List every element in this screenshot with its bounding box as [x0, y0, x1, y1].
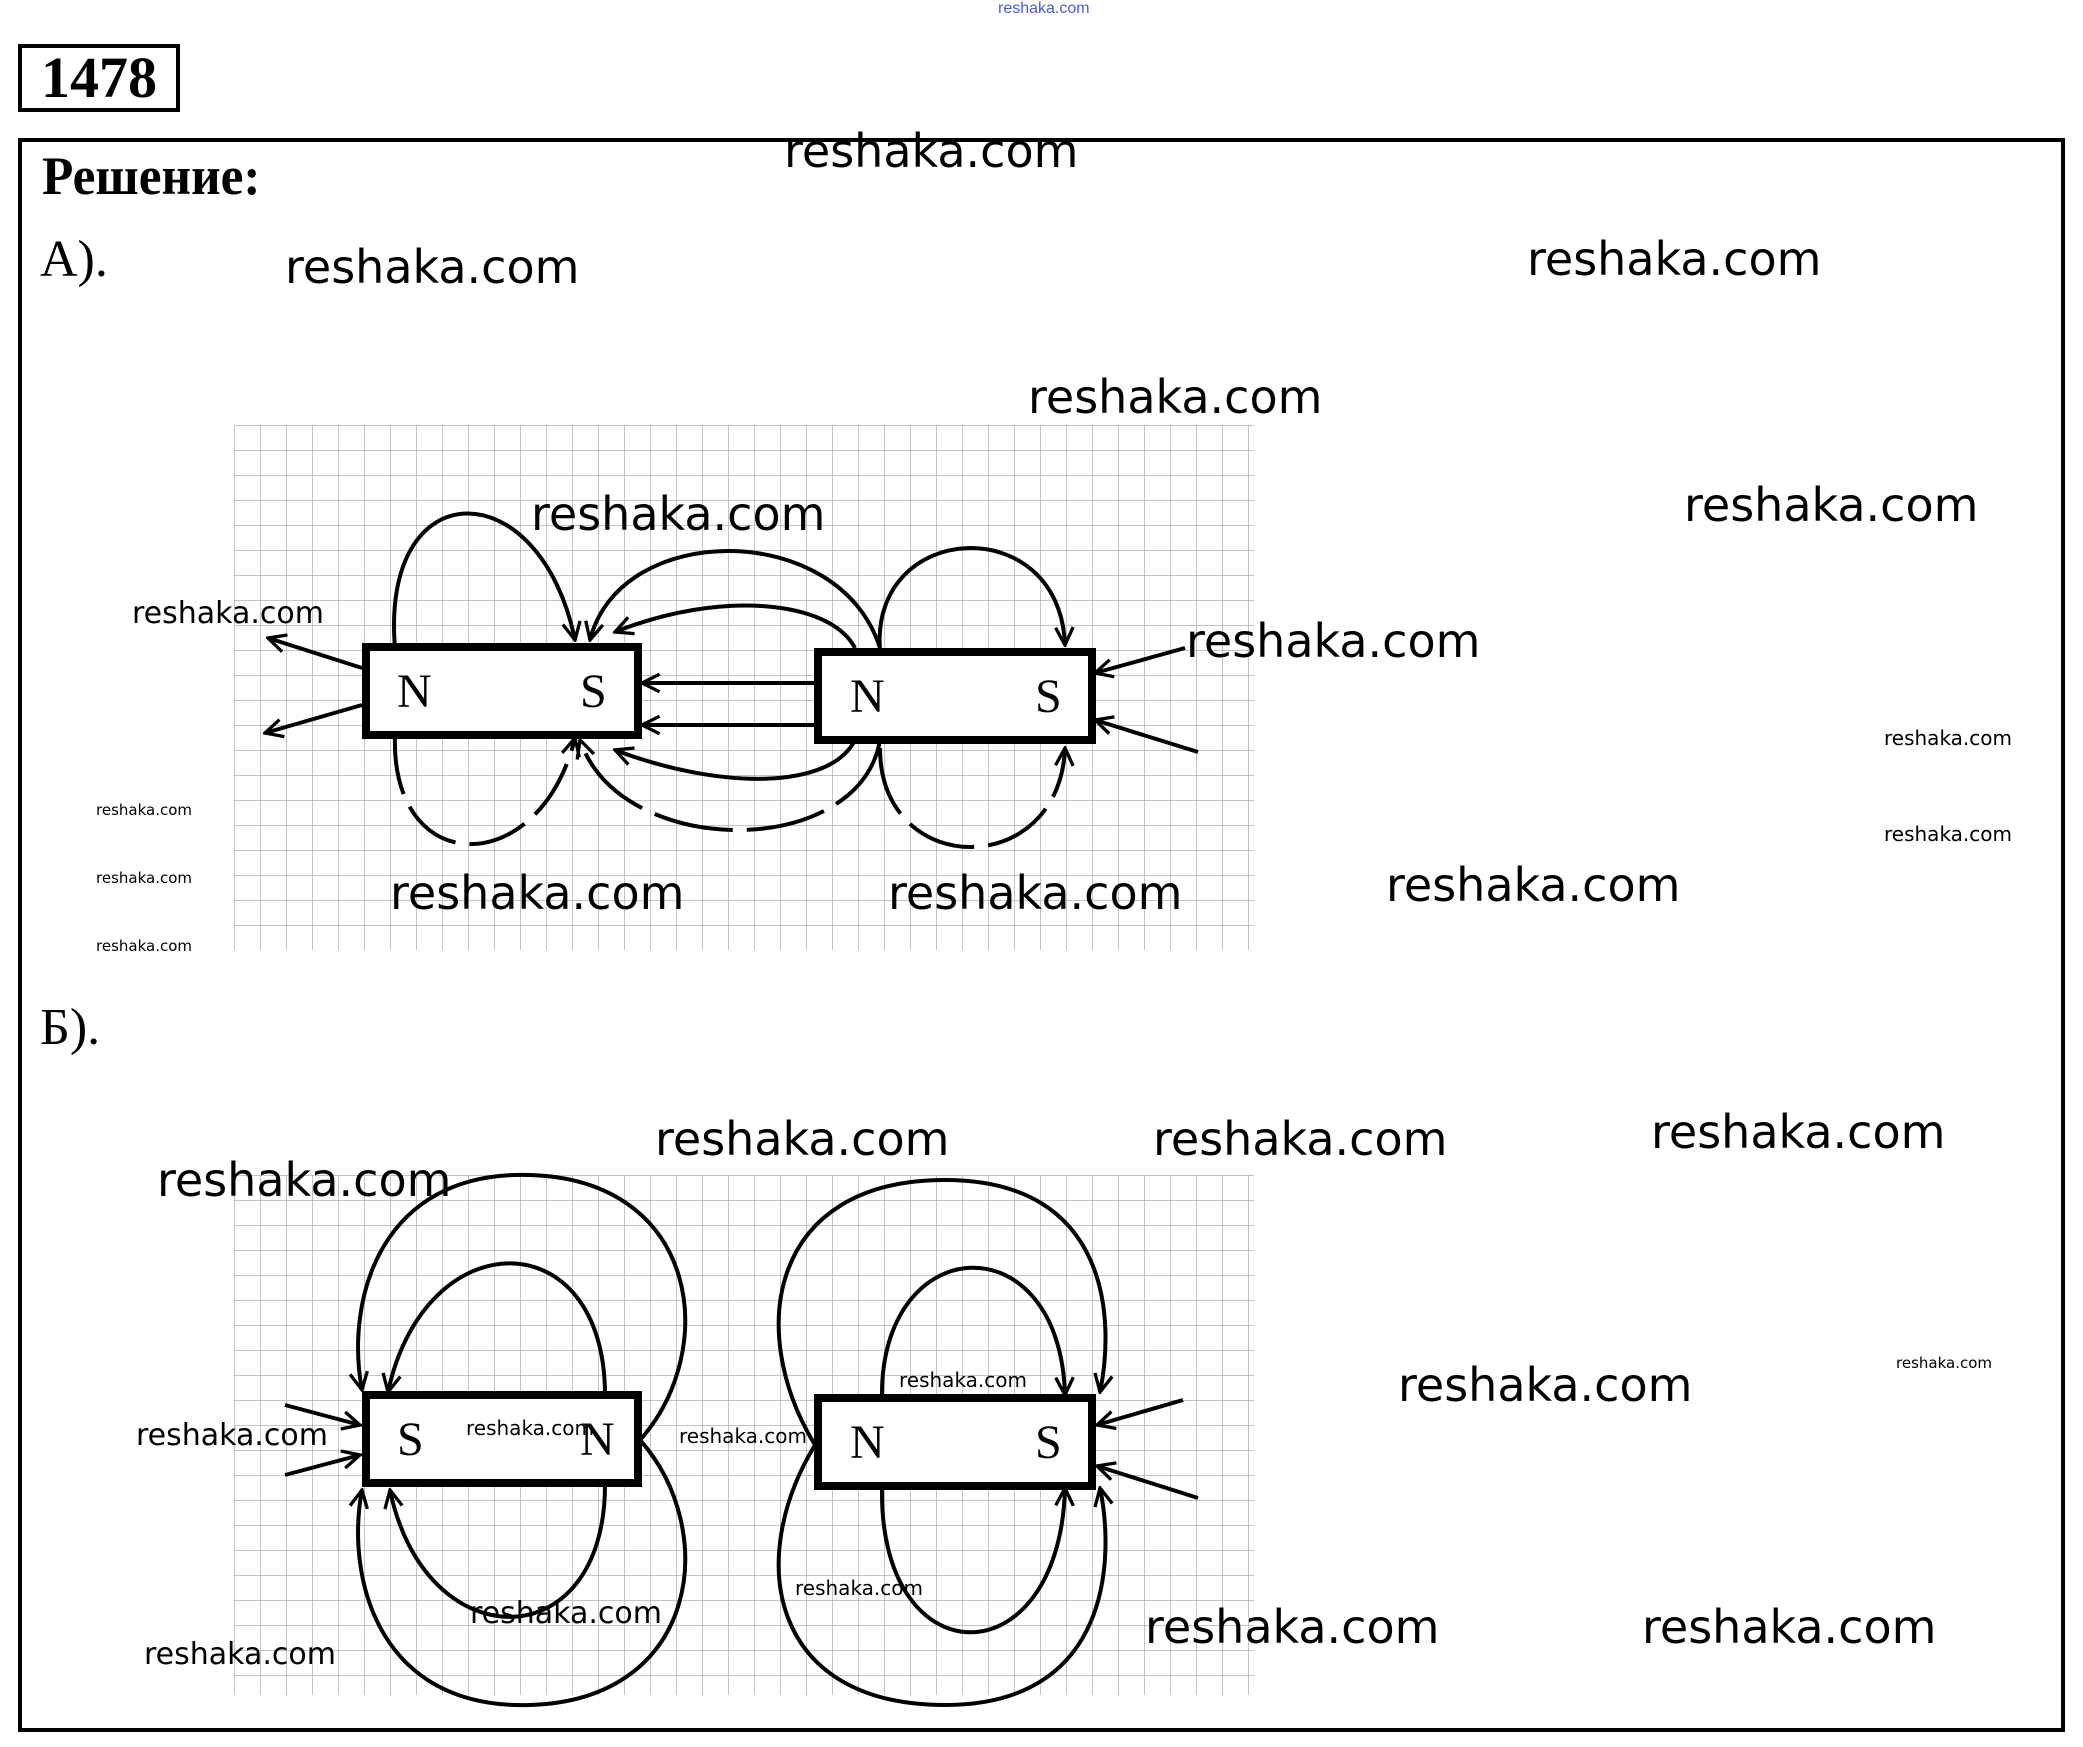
part-a-label: А).: [40, 231, 108, 288]
field-line: [390, 1484, 607, 1619]
watermark: reshaka.com: [1651, 1105, 1946, 1159]
solution-frame: [18, 138, 2065, 1732]
problem-number-box: 1478: [18, 44, 180, 112]
field-line: [358, 1438, 688, 1708]
watermark: reshaka.com: [144, 1637, 336, 1672]
watermark: reshaka.com: [470, 1596, 662, 1631]
watermark: reshaka.com: [1684, 478, 1979, 532]
watermark: reshaka.com: [1884, 726, 2012, 750]
watermark: reshaka.com: [679, 1424, 807, 1448]
watermark: reshaka.com: [1642, 1600, 1937, 1654]
part-b-field-lines: [284, 1172, 1199, 1708]
watermark: reshaka.com: [1896, 1354, 1992, 1372]
field-line: [392, 511, 575, 649]
field-line: [1097, 1466, 1199, 1500]
watermark: reshaka.com: [466, 1416, 594, 1440]
field-line: [284, 1403, 360, 1425]
field-line: [358, 1172, 688, 1442]
magnet-a-right: [814, 648, 1096, 744]
pole-label: N: [850, 670, 885, 723]
field-line: [879, 1265, 1065, 1397]
field-line: [1095, 646, 1186, 673]
field-line: [1095, 720, 1199, 754]
pole-label: N: [397, 665, 432, 718]
pole-label: S: [580, 665, 607, 718]
magnet-a-left: [362, 643, 642, 739]
watermark: reshaka.com: [899, 1368, 1027, 1392]
watermark: reshaka.com: [1153, 1112, 1448, 1166]
watermark: reshaka.com: [1186, 614, 1481, 668]
pole-label: N: [850, 1416, 885, 1469]
field-line: [615, 739, 857, 781]
field-line: [388, 1261, 607, 1395]
watermark: reshaka.com: [390, 866, 685, 920]
watermark: reshaka.com: [96, 869, 192, 887]
watermark: reshaka.com: [96, 937, 192, 955]
pole-label: S: [397, 1413, 424, 1466]
watermark: reshaka.com: [136, 1418, 328, 1453]
watermark: reshaka.com: [285, 240, 580, 294]
pole-label: S: [1035, 670, 1062, 723]
watermark: reshaka.com: [1527, 232, 1822, 286]
field-line: [580, 740, 882, 832]
watermark: reshaka.com: [1028, 370, 1323, 424]
field-line: [392, 735, 575, 847]
watermark: reshaka.com: [1398, 1358, 1693, 1412]
field-line: [776, 1443, 1106, 1708]
field-line: [590, 549, 882, 649]
field-line: [776, 1177, 1106, 1447]
field-line: [879, 1488, 1065, 1635]
watermark: reshaka.com: [1145, 1600, 1440, 1654]
watermark: reshaka.com: [655, 1112, 950, 1166]
field-line: [615, 603, 857, 649]
magnet-b-left: [362, 1391, 642, 1487]
watermark: reshaka.com: [1386, 858, 1681, 912]
watermark: reshaka.com: [132, 596, 324, 631]
field-line: [284, 1455, 360, 1477]
watermark: reshaka.com: [531, 487, 826, 541]
pole-label: N: [580, 1413, 615, 1466]
part-a-field-lines: [265, 511, 1199, 849]
part-b-label: Б).: [40, 999, 101, 1056]
pole-label: S: [1035, 1416, 1062, 1469]
field-line: [265, 703, 363, 733]
solution-heading: Решение:: [42, 146, 261, 206]
watermark: reshaka.com: [96, 801, 192, 819]
watermark: reshaka.com: [888, 866, 1183, 920]
field-line: [1097, 1398, 1184, 1425]
watermark: reshaka.com: [795, 1576, 923, 1600]
field-line: [877, 546, 1065, 651]
watermark: reshaka.com: [1884, 822, 2012, 846]
magnet-b-right: [814, 1394, 1096, 1490]
site-watermark-top: reshaka.com: [998, 0, 1090, 17]
field-line: [268, 638, 363, 670]
field-line: [878, 748, 1065, 849]
watermark: reshaka.com: [157, 1153, 452, 1207]
watermark: reshaka.com: [784, 124, 1079, 178]
